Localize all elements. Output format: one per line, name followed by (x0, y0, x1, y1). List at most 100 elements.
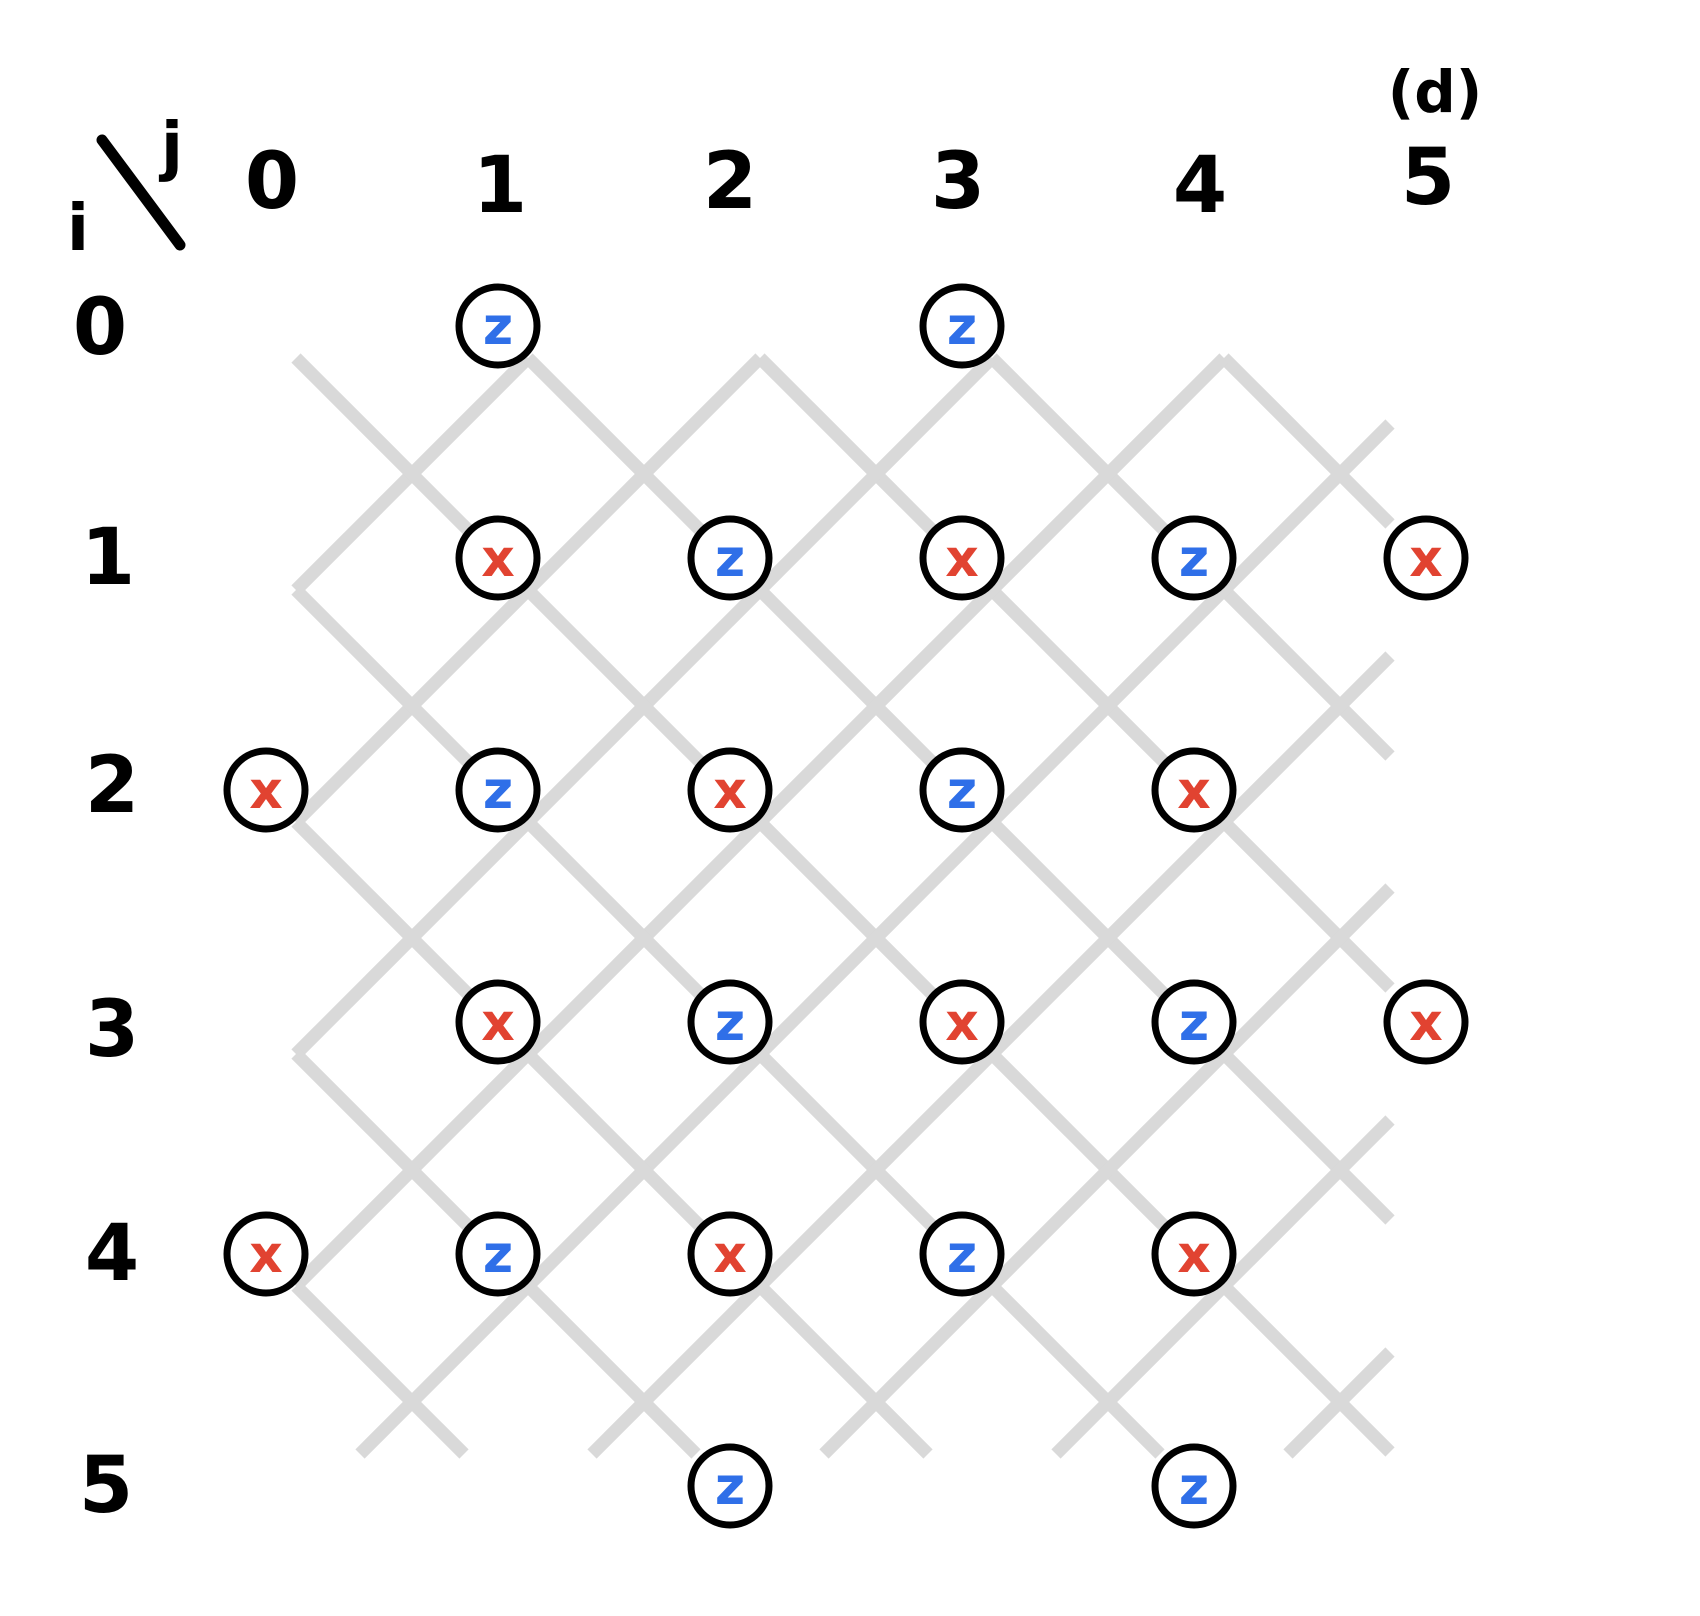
qubit-circle (455, 1211, 541, 1297)
qubit-circle (1151, 979, 1237, 1065)
x-qubit: x (1383, 979, 1469, 1065)
qubit-letter: z (1179, 529, 1209, 589)
z-qubit: z (1151, 1443, 1237, 1529)
qubit-letter: z (483, 1225, 513, 1285)
qubit-letter: x (713, 761, 747, 821)
qubit-letter: x (1409, 993, 1443, 1053)
qubit-letter: x (945, 529, 979, 589)
row-label-2: 2 (85, 741, 139, 831)
z-qubit: z (455, 283, 541, 369)
x-qubit: x (223, 1211, 309, 1297)
z-qubit: z (455, 747, 541, 833)
qubit-letter: z (947, 1225, 977, 1285)
x-qubit: x (687, 747, 773, 833)
z-qubit: z (687, 1443, 773, 1529)
qubit-letter: z (715, 993, 745, 1053)
qubit-circle (455, 283, 541, 369)
qubit-letter: x (481, 993, 515, 1053)
qubit-letter: x (249, 1225, 283, 1285)
qubit-circle (223, 747, 309, 833)
z-qubit: z (455, 1211, 541, 1297)
qubit-circle (455, 979, 541, 1065)
column-label-1: 1 (473, 141, 527, 231)
x-qubit: x (1151, 747, 1237, 833)
lattice-line (291, 817, 933, 1459)
corner-label-col: j (158, 110, 183, 184)
qubit-circle (1151, 747, 1237, 833)
row-label-1: 1 (81, 513, 135, 603)
column-label-2: 2 (703, 137, 757, 227)
lattice-lines (291, 353, 1395, 1459)
qubit-circle (919, 1211, 1005, 1297)
corner-divider (96, 134, 186, 251)
qubit-letter: z (715, 529, 745, 589)
corner-label: i j (67, 110, 186, 266)
x-qubit: x (455, 979, 541, 1065)
column-label-5: 5 (1401, 133, 1455, 223)
qubit-letter: z (715, 1457, 745, 1517)
qubit-circle (919, 979, 1005, 1065)
lattice-line (291, 1281, 469, 1459)
qubit-letter: x (713, 1225, 747, 1285)
qubit-letter: x (249, 761, 283, 821)
qubit-letter: z (947, 297, 977, 357)
qubit-letter: x (481, 529, 515, 589)
x-qubit: x (687, 1211, 773, 1297)
qubit-circle (687, 979, 773, 1065)
qubit-letter: z (1179, 1457, 1209, 1517)
qubit-circle (919, 283, 1005, 369)
x-qubit: x (1151, 1211, 1237, 1297)
row-label-5: 5 (79, 1441, 133, 1531)
lattice-line (755, 353, 1395, 993)
z-qubit: z (1151, 515, 1237, 601)
qubit-circle (223, 1211, 309, 1297)
column-label-3: 3 (931, 137, 985, 227)
column-labels: 0 1 2 3 4 5 (245, 133, 1455, 231)
z-qubit: z (687, 515, 773, 601)
qubit-circle (1151, 515, 1237, 601)
qubit-circle (919, 515, 1005, 601)
qubit-letter: z (483, 297, 513, 357)
column-label-4: 4 (1173, 141, 1227, 231)
qubit-circle (1383, 515, 1469, 601)
qubit-circle (455, 747, 541, 833)
qubit-letter: z (947, 761, 977, 821)
x-qubit: x (919, 515, 1005, 601)
z-qubit: z (687, 979, 773, 1065)
row-label-4: 4 (85, 1209, 139, 1299)
z-qubit: z (1151, 979, 1237, 1065)
lattice-line (819, 883, 1395, 1459)
lattice-line (1283, 1347, 1395, 1459)
corner-label-row: i (67, 192, 89, 266)
x-qubit: x (919, 979, 1005, 1065)
row-labels: 0 1 2 3 4 5 (73, 283, 139, 1531)
qubit-circle (1151, 1211, 1237, 1297)
x-qubit: x (1383, 515, 1469, 601)
qubit-circle (687, 747, 773, 833)
qubit-letter: x (945, 993, 979, 1053)
z-qubit: z (919, 1211, 1005, 1297)
qubit-circle (1383, 979, 1469, 1065)
lattice-line (1219, 353, 1395, 529)
x-qubit: x (455, 515, 541, 601)
row-label-0: 0 (73, 283, 127, 373)
qubit-letter: x (1409, 529, 1443, 589)
qubit-letter: x (1177, 1225, 1211, 1285)
lattice-line (587, 651, 1395, 1459)
lattice-line (1051, 1115, 1395, 1459)
qubit-letter: z (1179, 993, 1209, 1053)
qubit-markers: z z x z x z x x z x z x x z x z x x z x z x z z (223, 283, 1469, 1529)
qubit-circle (1151, 1443, 1237, 1529)
qubit-letter: x (1177, 761, 1211, 821)
qubit-circle (919, 747, 1005, 833)
z-qubit: z (919, 747, 1005, 833)
qubit-circle (687, 1443, 773, 1529)
panel-label: (d) (1388, 58, 1483, 126)
row-label-3: 3 (85, 985, 139, 1075)
qubit-circle (687, 1211, 773, 1297)
qubit-circle (687, 515, 773, 601)
x-qubit: x (223, 747, 309, 833)
z-qubit: z (919, 283, 1005, 369)
qubit-letter: z (483, 761, 513, 821)
